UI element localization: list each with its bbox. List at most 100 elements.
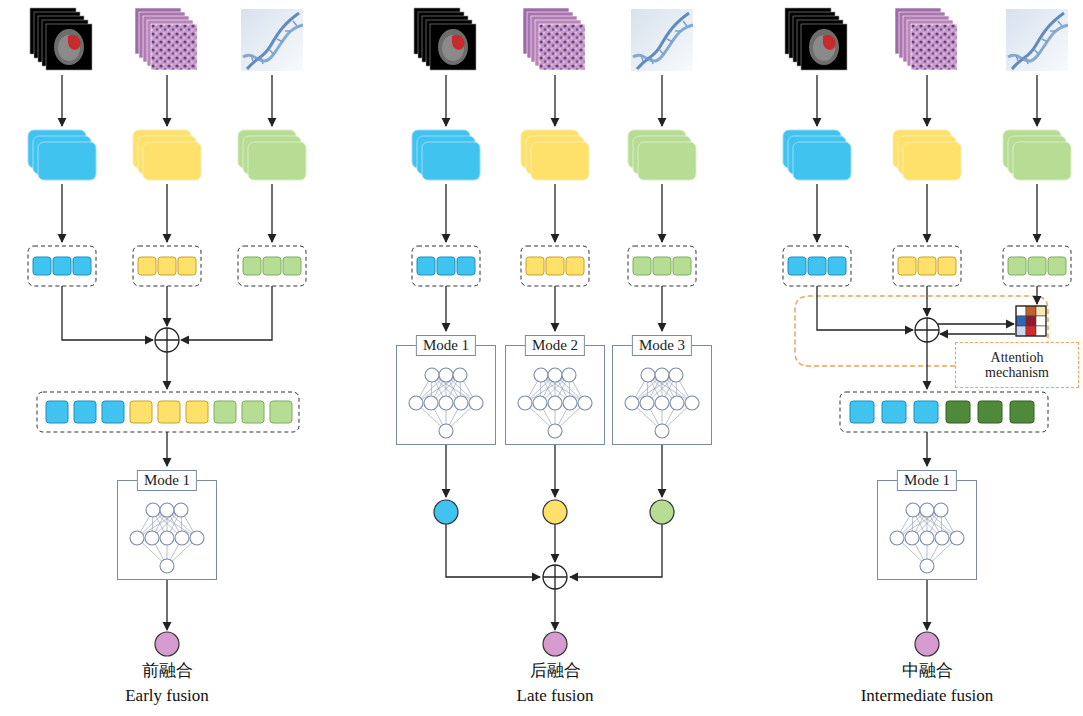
drawing-part [926, 342, 927, 389]
drawing-part [28, 246, 96, 286]
network-icon [890, 503, 964, 573]
fusion-caption: Early fusion [47, 685, 287, 707]
drawing-part [978, 401, 1002, 423]
drawing-part [1026, 316, 1036, 326]
drawing-part [186, 401, 208, 423]
drawing-part [61, 75, 62, 126]
sum-symbol [155, 328, 179, 352]
drawing-part [1026, 306, 1036, 316]
drawing-part [166, 75, 167, 126]
sum-symbol [543, 565, 567, 589]
drawing-part [785, 8, 847, 70]
drawing-part [570, 524, 662, 577]
network-icon [518, 368, 592, 438]
drawing-part [816, 75, 817, 126]
drawing-part [166, 580, 167, 630]
drawing-part [895, 8, 957, 70]
drawing-part [1016, 326, 1026, 336]
drawing-part [543, 500, 567, 524]
model-box: Mode 2 [505, 345, 605, 445]
output-dot [543, 632, 567, 656]
drawing-part [926, 184, 927, 242]
drawing-part [893, 130, 961, 180]
early-fusion-wires [62, 286, 272, 630]
input-images [30, 8, 1068, 71]
drawing-part [554, 445, 555, 497]
drawing-part [1006, 9, 1068, 71]
model-title: Mode 1 [897, 470, 957, 491]
drawing-part [946, 401, 970, 423]
fusion-caption: 后融合 [435, 660, 675, 682]
model-box: Mode 3 [612, 345, 712, 445]
drawing-part [783, 130, 851, 180]
model-title: Mode 1 [137, 470, 197, 491]
drawing-part [1026, 326, 1036, 336]
drawing-part [840, 392, 1048, 432]
drawing-part [650, 500, 674, 524]
drawing-part [926, 580, 927, 630]
mode-outputs [434, 500, 674, 524]
output-dot [915, 632, 939, 656]
output-dot [155, 632, 179, 656]
drawing-part [1010, 401, 1034, 423]
drawing-part [938, 323, 1014, 324]
drawing-part [446, 524, 540, 577]
drawing-part [414, 8, 476, 70]
drawing-part [521, 246, 589, 286]
drawing-part [102, 401, 124, 423]
drawing-part [914, 401, 938, 423]
drawing-part [242, 401, 264, 423]
drawing-part [1036, 306, 1046, 316]
drawing-part [238, 246, 306, 286]
drawing-part [238, 130, 306, 180]
feature-stacks [28, 130, 1071, 180]
drawing-part [817, 286, 913, 330]
drawing-part [1016, 316, 1026, 326]
drawing-part [521, 130, 589, 180]
drawing-part [1036, 184, 1037, 242]
drawing-part [783, 246, 851, 286]
network-icon [409, 368, 483, 438]
drawing-part [271, 75, 272, 126]
drawing-part [661, 445, 662, 497]
network-icon [130, 503, 204, 573]
drawing-part [412, 246, 480, 286]
drawing-part [1016, 306, 1046, 336]
drawing-part [28, 130, 96, 180]
drawing-part [1036, 326, 1046, 336]
model-box: Mode 1 [396, 345, 496, 445]
drawing-part [554, 286, 555, 331]
attention-matrix [1016, 306, 1046, 336]
drawing-part [926, 432, 927, 466]
drawing-part [1036, 286, 1037, 304]
drawing-part [940, 333, 1015, 334]
drawing-part [661, 184, 662, 242]
drawing-part [1016, 306, 1026, 316]
feature-vectors [28, 246, 1071, 286]
drawing-part [1036, 75, 1037, 126]
fused-vector [840, 392, 1048, 432]
drawing-part [1003, 246, 1071, 286]
flow-arrows [62, 75, 1037, 242]
drawing-part [893, 246, 961, 286]
drawing-part [628, 130, 696, 180]
late-fusion-wires [446, 286, 662, 630]
fusion-caption: Intermediate fusion [807, 685, 1047, 707]
fusion-caption: 前融合 [47, 660, 287, 682]
drawing-part [850, 401, 874, 423]
drawing-part [628, 246, 696, 286]
drawing-part [130, 401, 152, 423]
drawing-part [166, 184, 167, 242]
drawing-part [523, 8, 585, 70]
drawing-part [135, 8, 197, 70]
attention-label-box: Attentioh mechanism [955, 342, 1079, 388]
model-title: Mode 2 [525, 335, 585, 356]
drawing-part [445, 286, 446, 331]
drawing-part [133, 130, 201, 180]
drawing-part [1036, 316, 1046, 326]
drawing-part [214, 401, 236, 423]
model-title: Mode 1 [416, 335, 476, 356]
